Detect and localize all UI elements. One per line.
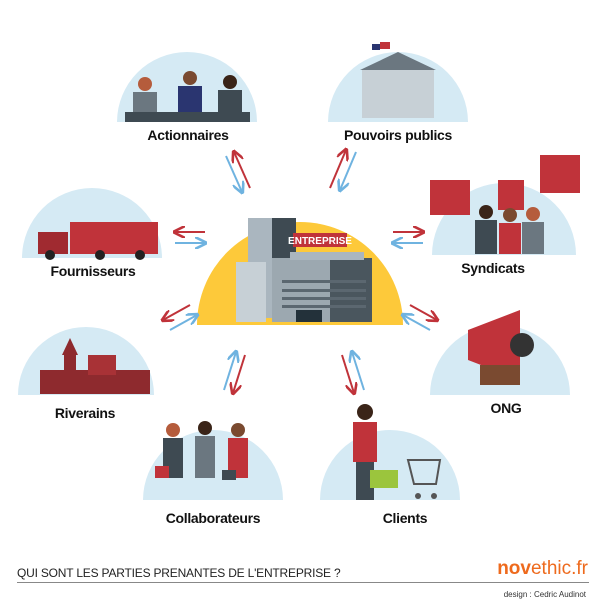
label-fournisseurs: Fournisseurs <box>50 263 136 279</box>
footer-title: QUI SONT LES PARTIES PRENANTES DE L'ENTR… <box>17 566 341 580</box>
arrows-riverains <box>163 304 197 331</box>
arrows-collaborateurs <box>223 352 246 393</box>
label-ong: ONG <box>490 400 522 416</box>
label-clients: Clients <box>382 510 428 526</box>
label-syndicats: Syndicats <box>461 260 525 276</box>
brand-rest: ethic.fr <box>530 558 588 579</box>
building-illustration <box>236 218 372 322</box>
arrows-clients <box>341 352 365 393</box>
collaborateurs-illustration <box>155 421 248 480</box>
design-credit: design : Cedric Audinot <box>503 590 586 599</box>
clients-illustration <box>353 404 442 500</box>
syndicats-illustration <box>430 155 580 254</box>
riverains-illustration <box>40 338 150 394</box>
footer-divider <box>17 582 589 583</box>
arrows-actionnaires <box>225 152 251 192</box>
arrows-syndicats <box>393 232 423 243</box>
pouvoirs-publics-illustration <box>360 42 436 118</box>
ong-illustration <box>468 310 534 385</box>
entreprise-sign: ENTREPRISE <box>288 236 352 247</box>
arrows-pouvoirs-publics <box>329 150 357 190</box>
fournisseurs-illustration <box>38 222 158 260</box>
actionnaires-illustration <box>125 71 250 122</box>
brand-bold: nov <box>497 558 531 579</box>
label-pouvoirs-publics: Pouvoirs publics <box>344 127 452 143</box>
label-actionnaires: Actionnaires <box>147 127 229 143</box>
label-riverains: Riverains <box>54 405 116 421</box>
arrows-ong <box>403 304 437 331</box>
brand-logo: novethic.fr <box>497 558 588 580</box>
label-collaborateurs: Collaborateurs <box>165 510 261 526</box>
arrows-fournisseurs <box>175 232 205 243</box>
